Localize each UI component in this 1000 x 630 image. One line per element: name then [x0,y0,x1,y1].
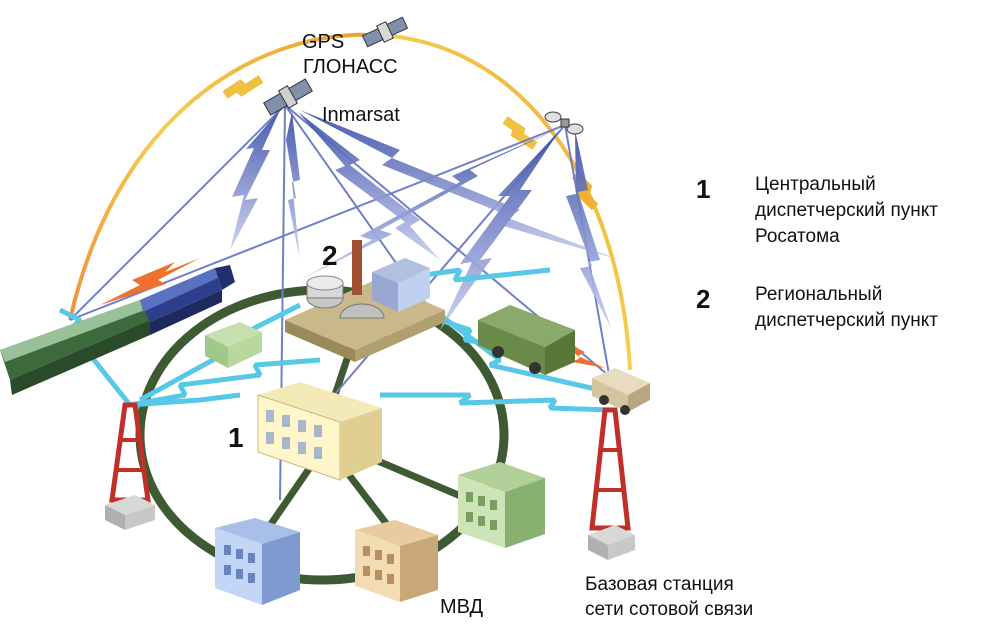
satellite-gps [361,16,409,48]
satellite-right [544,111,584,135]
building-central [257,382,382,481]
glonass-label: ГЛОНАСС [303,56,398,78]
gps-label: GPS [302,31,345,53]
building-mvd [355,520,438,602]
satellite-inmarsat [263,78,313,116]
truck [478,305,575,375]
marker-2: 2 [322,240,338,271]
base-station-caption: Базовая станция сети сотовой связи [585,574,754,620]
gps-arc-right [374,33,632,371]
factory-regional [285,240,445,362]
van [592,368,650,415]
legend-num-1: 1 [696,174,711,204]
building-blue [215,518,300,605]
cell-tower-left [105,402,155,530]
legend-num-2: 2 [696,284,711,314]
cell-tower-right [588,407,635,560]
gps-arc-left [68,32,376,321]
mvd-label: МВД [440,596,484,618]
legend-text-1: Центральный диспетчерский пункт Росатома [755,174,938,247]
building-small-left [205,322,262,368]
inmarsat-label: Inmarsat [322,104,400,126]
marker-1: 1 [228,422,244,453]
legend-text-2: Региональный диспетчерский пункт [755,284,938,331]
train [0,265,235,395]
gps-arc-zigzag-left [222,75,264,99]
gps-arc-zigzag-right [502,116,538,150]
building-green [458,462,545,548]
